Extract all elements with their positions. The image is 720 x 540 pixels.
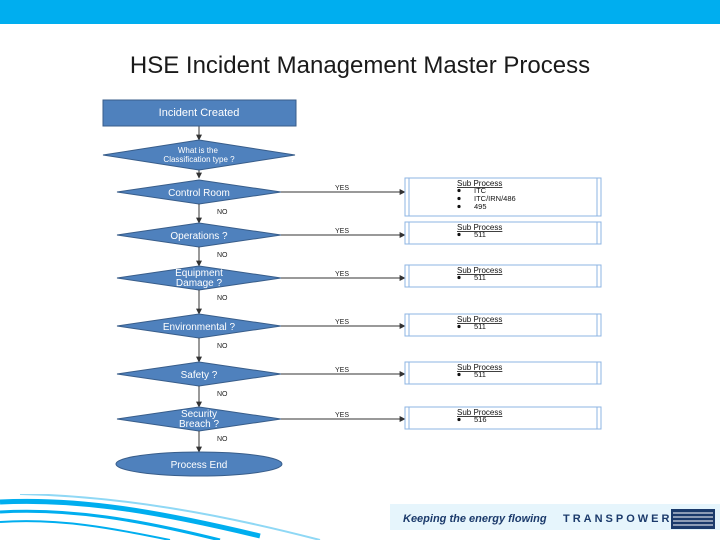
subprocess-item-1-1: ITC bbox=[474, 186, 487, 195]
subprocess-item-1-2: ITC/IRN/486 bbox=[474, 194, 516, 203]
footer-brand-strip bbox=[390, 504, 720, 530]
bullet-icon bbox=[457, 324, 461, 329]
bullet-icon bbox=[457, 275, 461, 280]
subprocess-title-3: Sub Process bbox=[457, 266, 502, 275]
bullet-icon bbox=[457, 372, 461, 377]
decision-label-1: Control Room bbox=[168, 188, 230, 199]
yes-label-3: YES bbox=[335, 271, 349, 278]
decision-label-5: Safety ? bbox=[181, 370, 218, 381]
footer-wave-3 bbox=[0, 520, 171, 540]
subprocess-item-1-3: 495 bbox=[474, 202, 487, 211]
brand-logo-icon bbox=[671, 509, 715, 529]
no-label-2: NO bbox=[217, 252, 228, 259]
subprocess-frame-5 bbox=[404, 361, 602, 385]
no-label-4: NO bbox=[217, 343, 228, 350]
subprocess-frame-2 bbox=[404, 221, 602, 245]
process-flowchart: Incident Created What is the Classificat… bbox=[102, 99, 602, 477]
subprocess-item-6-1: 516 bbox=[474, 415, 487, 424]
decision-label-2: Operations ? bbox=[170, 231, 228, 242]
bullet-icon bbox=[457, 232, 461, 237]
end-node[interactable]: Process End bbox=[115, 451, 283, 477]
no-label-5: NO bbox=[217, 391, 228, 398]
subprocess-item-4-1: 511 bbox=[474, 322, 486, 331]
yes-label-2: YES bbox=[335, 228, 349, 235]
top-accent-bar bbox=[0, 0, 720, 24]
footer-brand: TRANSPOWER bbox=[563, 513, 673, 525]
classification-label: What is the Classification type ? bbox=[163, 146, 235, 164]
subprocess-item-2-1: 511 bbox=[474, 230, 486, 239]
yes-label-4: YES bbox=[335, 319, 349, 326]
footer-wave-1 bbox=[0, 498, 261, 539]
subprocess-title-2: Sub Process bbox=[457, 223, 502, 232]
decision-1[interactable]: Control Room YES NO Sub ProcessITCITC/IRN/4… bbox=[116, 177, 602, 224]
bullet-icon bbox=[457, 204, 461, 209]
subprocess-frame-3 bbox=[404, 264, 602, 288]
subprocess-title-6: Sub Process bbox=[457, 408, 502, 417]
end-node-label: Process End bbox=[171, 460, 228, 471]
end-node-ellipse bbox=[115, 451, 283, 477]
no-label-1: NO bbox=[217, 209, 228, 216]
footer-band bbox=[0, 494, 720, 540]
start-node[interactable]: Incident Created bbox=[102, 99, 297, 127]
footer-wave-4 bbox=[19, 494, 321, 540]
yes-label-1: YES bbox=[335, 185, 349, 192]
subprocess-frame-1 bbox=[404, 177, 602, 217]
bullet-icon bbox=[457, 188, 461, 193]
classification-node[interactable]: What is the Classification type ? bbox=[102, 139, 296, 171]
subprocess-title-4: Sub Process bbox=[457, 315, 502, 324]
yes-label-6: YES bbox=[335, 412, 349, 419]
subprocess-item-5-1: 511 bbox=[474, 370, 486, 379]
footer-tagline: Keeping the energy flowing bbox=[403, 513, 547, 525]
start-node-box bbox=[102, 99, 297, 127]
subprocess-frame-4 bbox=[404, 313, 602, 337]
bullet-icon bbox=[457, 417, 461, 422]
slide-title: HSE Incident Management Master Process bbox=[129, 52, 591, 79]
classification-diamond bbox=[102, 139, 296, 171]
no-label-6: NO bbox=[217, 436, 228, 443]
decision-label-4: Environmental ? bbox=[163, 322, 236, 333]
footer-wave-2 bbox=[0, 509, 221, 540]
subprocess-item-3-1: 511 bbox=[474, 273, 486, 282]
no-label-3: NO bbox=[217, 295, 228, 302]
bullet-icon bbox=[457, 196, 461, 201]
start-node-label: Incident Created bbox=[159, 107, 240, 119]
subprocess-frame-6 bbox=[404, 406, 602, 430]
yes-label-5: YES bbox=[335, 367, 349, 374]
subprocess-title-5: Sub Process bbox=[457, 363, 502, 372]
subprocess-title-1: Sub Process bbox=[457, 179, 502, 188]
